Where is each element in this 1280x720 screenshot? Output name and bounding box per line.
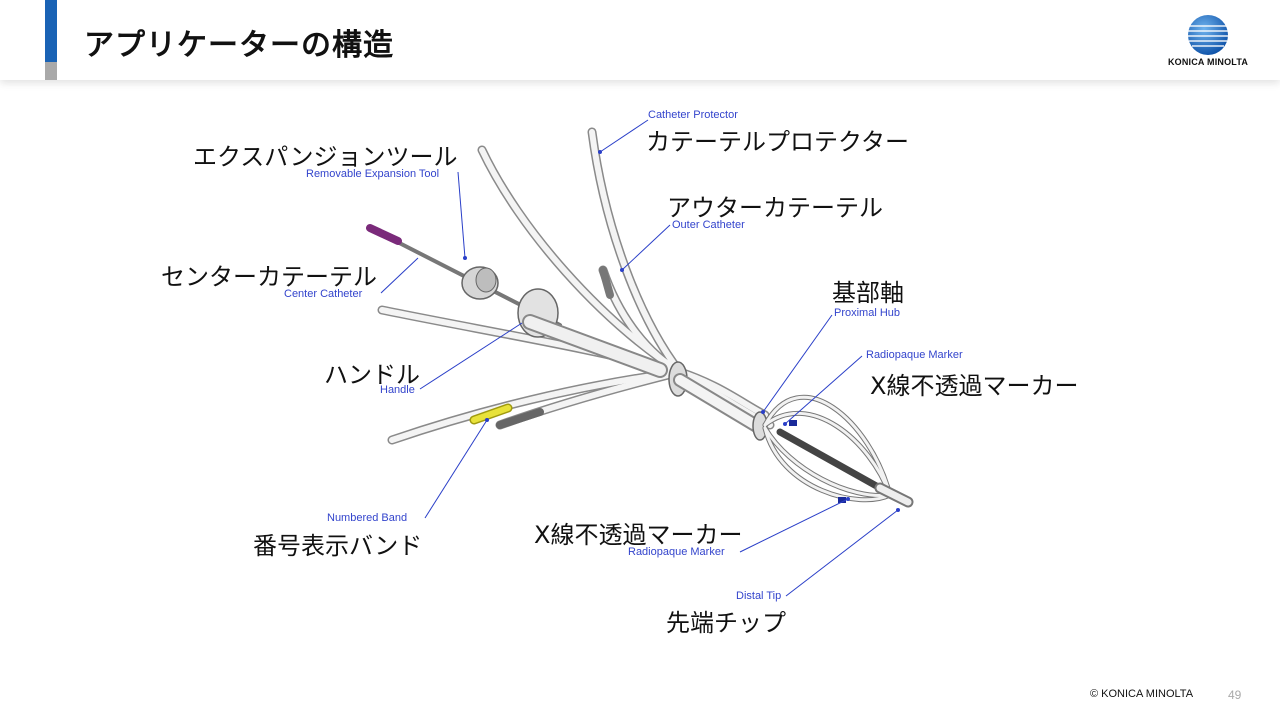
expansion-tool-label-en: Removable Expansion Tool [306,168,440,180]
header-accent-bar-grey [45,62,57,80]
center-catheter-label-en: Center Catheter [284,288,363,300]
page-number: 49 [1228,688,1242,702]
applicator-illustration [366,127,914,508]
proximal-hub-label-ja: 基部軸 [832,279,904,307]
header-accent-bar [45,0,57,62]
copyright-text: © KONICA MINOLTA [1090,688,1194,700]
konica-minolta-logo: KONICA MINOLTA [1160,14,1256,72]
slide-header: アプリケーターの構造 KONICA MINOLTA [0,0,1280,80]
logo-text: KONICA MINOLTA [1167,57,1249,67]
radiopaque-marker-bottom-label-ja: X線不透過マーカー [534,521,743,549]
expansion-tool-label-ja: エクスパンジョンツール [193,143,458,171]
catheter-protector-label-ja: カテーテルプロテクター [646,128,910,156]
leader-lines [380,119,899,597]
handle-label-en: Handle [380,384,415,396]
slide-title: アプリケーターの構造 [84,28,394,63]
distal-tip-label-en: Distal Tip [736,590,782,602]
center-catheter-label-ja: センターカテーテル [161,263,377,291]
radiopaque-marker-top-label-en: Radiopaque Marker [866,349,963,361]
distal-tip-label-ja: 先端チップ [666,609,786,637]
catheter-protector-label-en: Catheter Protector [648,109,738,121]
globe-logo-icon [1188,15,1228,55]
numbered-band-label-ja: 番号表示バンド [253,532,423,560]
outer-catheter-label-ja: アウターカテーテル [667,194,883,222]
outer-catheter-label-en: Outer Catheter [672,219,745,231]
radiopaque-marker-bottom-label-en: Radiopaque Marker [628,546,725,558]
radiopaque-marker-top-label-ja: X線不透過マーカー [870,372,1079,400]
handle-label-ja: ハンドル [324,361,420,389]
numbered-band-label-en: Numbered Band [327,512,408,524]
proximal-hub-label-en: Proximal Hub [834,307,901,319]
